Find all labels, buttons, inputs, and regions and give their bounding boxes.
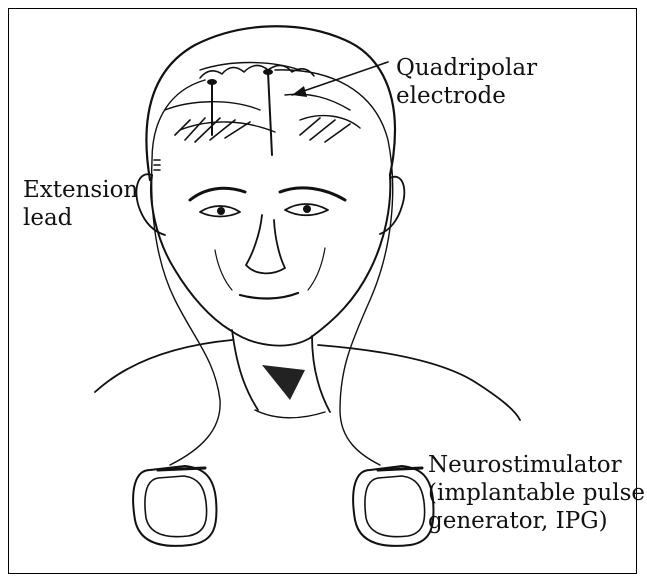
neck-right (312, 336, 330, 412)
label-line: lead (23, 204, 138, 232)
pupil-left (217, 207, 225, 215)
nose (246, 215, 285, 273)
head-outline (146, 26, 395, 180)
chin (230, 330, 310, 346)
electrode-right-burrhole (263, 69, 273, 75)
label-line: generator, IPG) (428, 507, 645, 535)
label-line: Neurostimulator (428, 451, 645, 479)
hair-shading (175, 118, 350, 142)
extension-lead-label: Extension lead (23, 176, 138, 232)
eyebrow-right (280, 188, 345, 200)
collarbone (255, 410, 325, 418)
label-line: electrode (396, 82, 537, 110)
hair-top-scalloped (200, 65, 314, 78)
ipg-right (353, 466, 433, 546)
quadripolar-arrow (292, 62, 388, 97)
hair-strands (165, 63, 360, 133)
extension-lead-left (152, 80, 221, 465)
label-line: (implantable pulse (428, 479, 645, 507)
cheek-lines (215, 248, 325, 290)
eyebrow-left (190, 188, 245, 200)
face-right-side (310, 175, 390, 338)
lead-marks (154, 160, 160, 170)
mouth (240, 293, 298, 299)
electrode-left-burrhole (207, 79, 217, 85)
quadripolar-electrode-label: Quadripolar electrode (396, 54, 537, 110)
pupil-right (303, 205, 311, 213)
neurostimulator-label: Neurostimulator (implantable pulse gener… (428, 451, 645, 535)
label-line: Extension (23, 176, 138, 204)
neck-shadow (262, 365, 305, 400)
label-line: Quadripolar (396, 54, 537, 82)
extension-lead-right (275, 70, 393, 465)
ipg-left (133, 466, 216, 546)
electrode-right (268, 72, 272, 155)
